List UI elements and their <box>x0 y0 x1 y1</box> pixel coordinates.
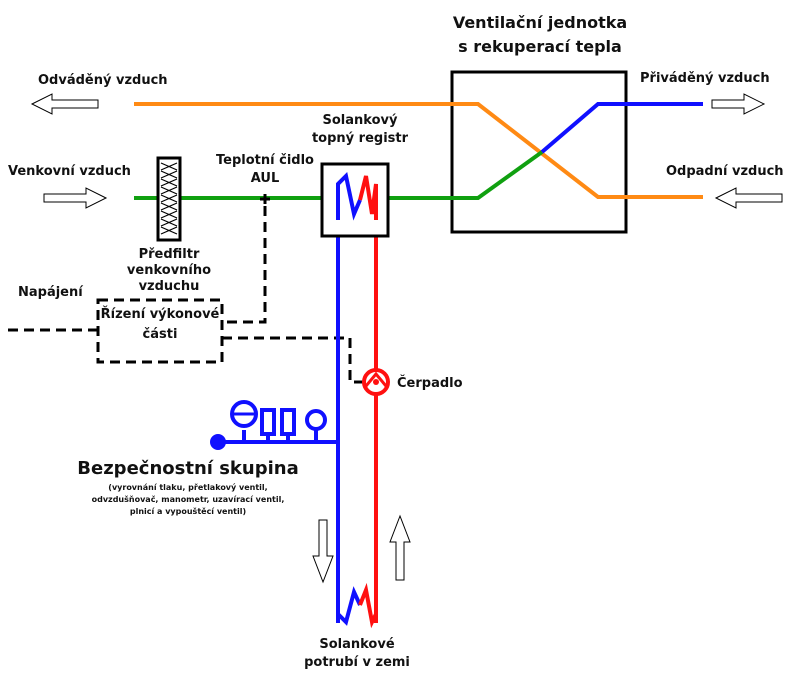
register-coil-red <box>358 175 378 220</box>
cidlo-label-2: AUL <box>251 171 280 186</box>
privadeny-label: Přiváděný vzduch <box>640 71 770 86</box>
register-coil-blue <box>336 171 362 221</box>
napajeni-label: Napájení <box>18 285 84 300</box>
sensor-control-line <box>222 206 267 324</box>
power-control-box <box>96 298 224 364</box>
supply-air-pipe <box>540 102 703 154</box>
unit-title-line1: Ventilační jednotka <box>453 13 627 32</box>
filtr-label-1: Předfiltr <box>139 247 200 262</box>
skupina-desc-1: (vyrovnání tlaku, přetlakový ventil, <box>108 483 267 492</box>
cidlo-label-1: Teplotní čidlo <box>216 153 314 168</box>
unit-title-line2: s rekuperací tepla <box>458 37 622 56</box>
registr-label-1: Solankový <box>323 113 398 128</box>
skupina-title: Bezpečnostní skupina <box>77 458 298 479</box>
potrubi-label-1: Solankové <box>319 637 394 652</box>
pump-control-line <box>222 336 364 384</box>
exhaust-air-arrow <box>30 93 99 115</box>
filtr-label-3: vzduchu <box>139 279 200 294</box>
filtr-label-2: venkovního <box>127 263 211 278</box>
pump <box>362 368 390 396</box>
prefilter <box>156 156 182 242</box>
cerpadlo-label: Čerpadlo <box>397 375 463 391</box>
supply-air-arrow <box>711 93 766 115</box>
temperature-sensor <box>260 194 270 204</box>
registr-label-2: topný registr <box>312 131 409 146</box>
venkovni-label: Venkovní vzduch <box>8 164 131 179</box>
flow-down-arrow <box>312 519 334 584</box>
ground-coil-red <box>358 580 378 629</box>
rizeni-label-1: Řízení výkonové <box>101 306 220 322</box>
skupina-desc-2: odvzdušňovač, manometr, uzavírací ventil… <box>92 494 285 504</box>
waste-air-arrow <box>714 187 783 209</box>
odvadeny-label: Odváděný vzduch <box>38 73 168 88</box>
safety-group <box>210 400 338 450</box>
brine-heating-register-box <box>320 162 390 238</box>
skupina-desc-3: plnicí a vypouštěcí ventil) <box>130 506 246 516</box>
flow-up-arrow <box>389 514 411 581</box>
outdoor-air-arrow <box>43 187 108 209</box>
potrubi-label-2: potrubí v zemi <box>304 655 410 670</box>
ground-coil-blue <box>336 580 362 626</box>
rizeni-label-2: části <box>143 327 178 342</box>
odpadni-label: Odpadní vzduch <box>666 164 784 179</box>
exhaust-air-pipe <box>134 102 703 199</box>
